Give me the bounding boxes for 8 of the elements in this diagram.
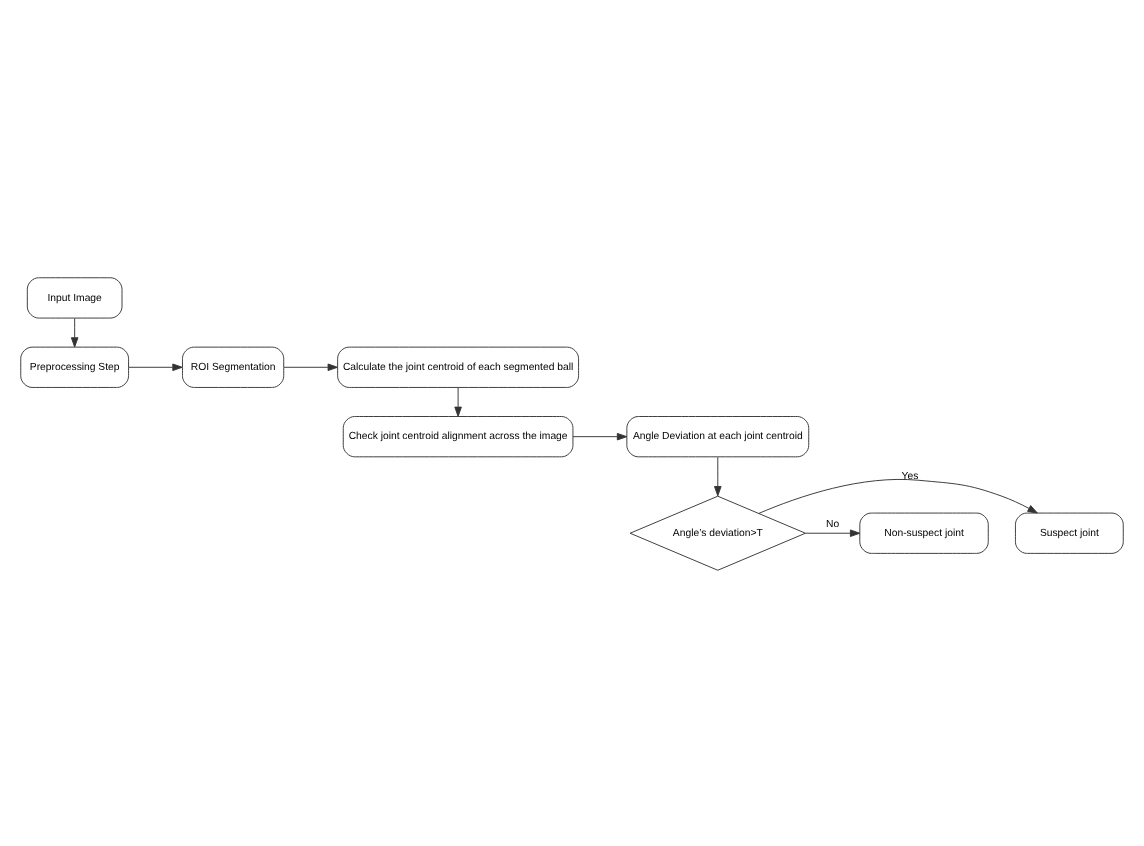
- arrow: [714, 455, 722, 496]
- arrow: [454, 386, 462, 416]
- arrow: [128, 362, 183, 371]
- arrow: [572, 431, 628, 440]
- arrow: [70, 316, 79, 347]
- arrow: [758, 477, 1038, 513]
- arrow: [805, 528, 861, 536]
- arrow: [283, 362, 338, 371]
